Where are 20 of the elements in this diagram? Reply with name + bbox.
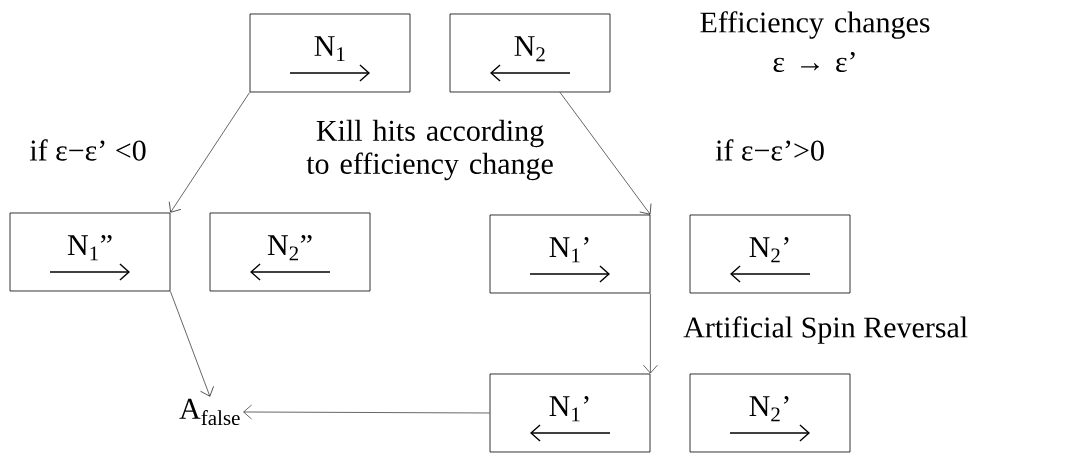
process-box: N$_{1}$” bbox=[9, 212, 171, 292]
process-box: N$_{1}$’ bbox=[489, 373, 651, 453]
edge-label: if ε−ε’ <0 bbox=[28, 138, 148, 162]
arrow bbox=[168, 92, 250, 213]
edge-label: Artificial Spin Reversal bbox=[682, 315, 970, 345]
note-text: ε → ε’ bbox=[773, 51, 855, 73]
arrow bbox=[243, 404, 490, 420]
arrow bbox=[170, 291, 214, 397]
process-box: N$_{1}$’ bbox=[489, 214, 651, 294]
note-text: Efficiency changes bbox=[700, 11, 930, 39]
formula-text: A$_{false}$ bbox=[179, 398, 240, 426]
edge-label: if ε−ε’>0 bbox=[714, 138, 826, 162]
process-box: N$_{2}$” bbox=[209, 212, 371, 292]
process-box: N$_{2}$’ bbox=[689, 214, 851, 294]
process-box: N$_{2}$’ bbox=[689, 373, 851, 453]
process-box: N$_{1}$ bbox=[249, 13, 411, 93]
process-box: N$_{2}$ bbox=[449, 13, 611, 93]
arrow bbox=[559, 92, 652, 215]
arrow bbox=[643, 293, 658, 374]
note-text: Kill hits according to efficiency change bbox=[306, 119, 553, 181]
